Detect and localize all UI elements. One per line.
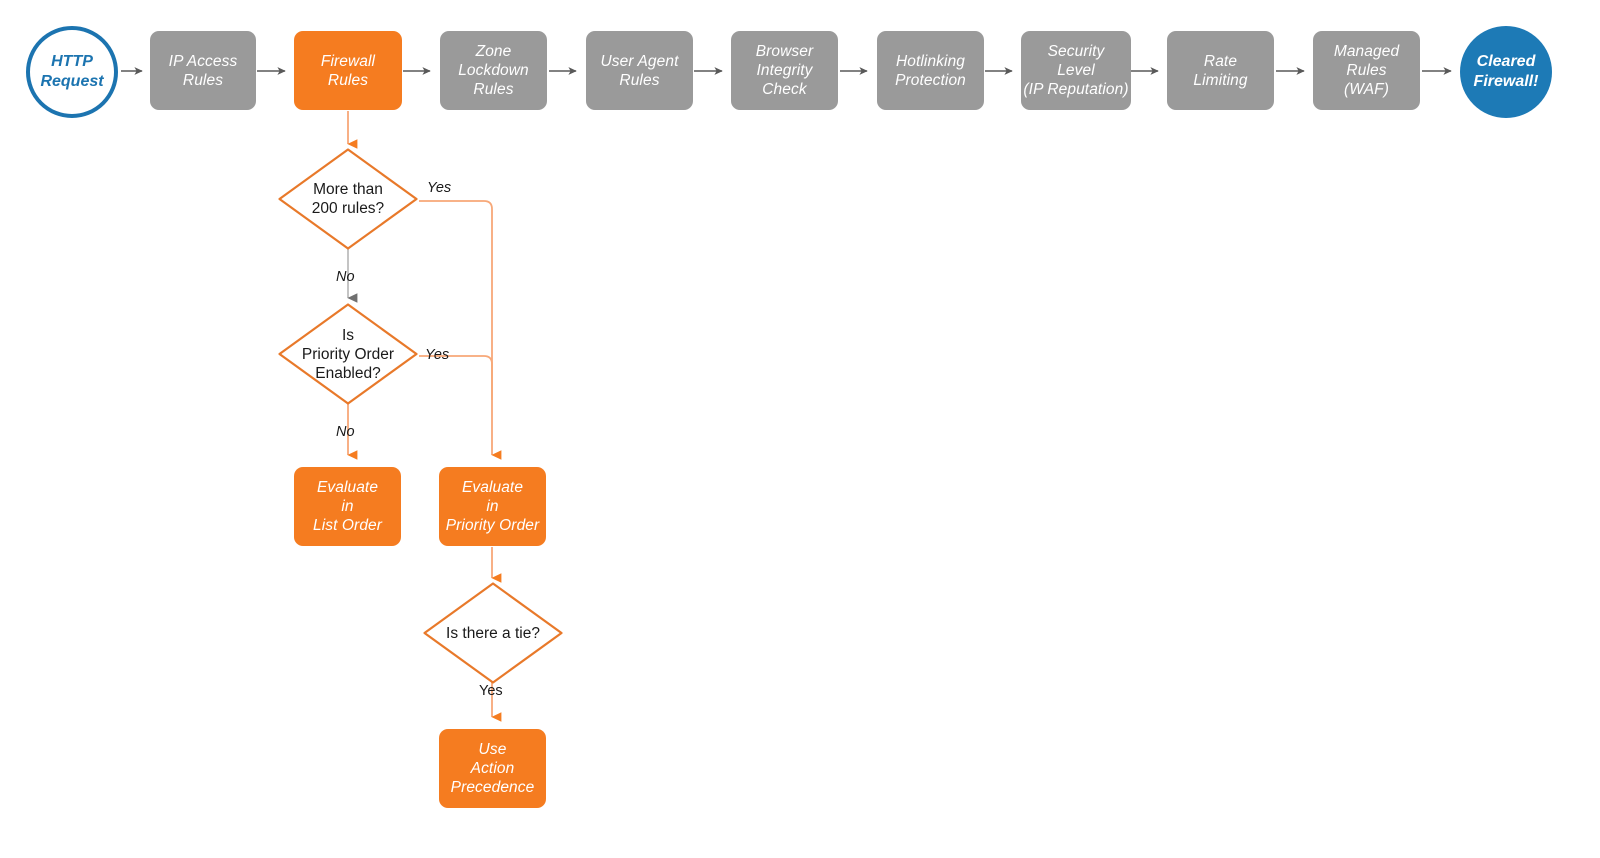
node-is-there-a-tie-label: Is there a tie? [446,624,540,642]
node-is-there-a-tie[interactable]: Is there a tie? [422,581,564,685]
edge-label-yes-200-rules: Yes [427,180,452,196]
diamond-shape [423,582,563,684]
edge-label-no-priority-order: No [336,424,355,440]
diamond-shape [278,148,418,250]
diamond-shape [278,303,418,405]
edge-label-yes-priority-order: Yes [425,347,450,363]
edge-label-yes-tie: Yes [479,683,503,699]
edge-label-no-200-rules: No [336,269,355,285]
edge-d1-yes [419,200,502,460]
